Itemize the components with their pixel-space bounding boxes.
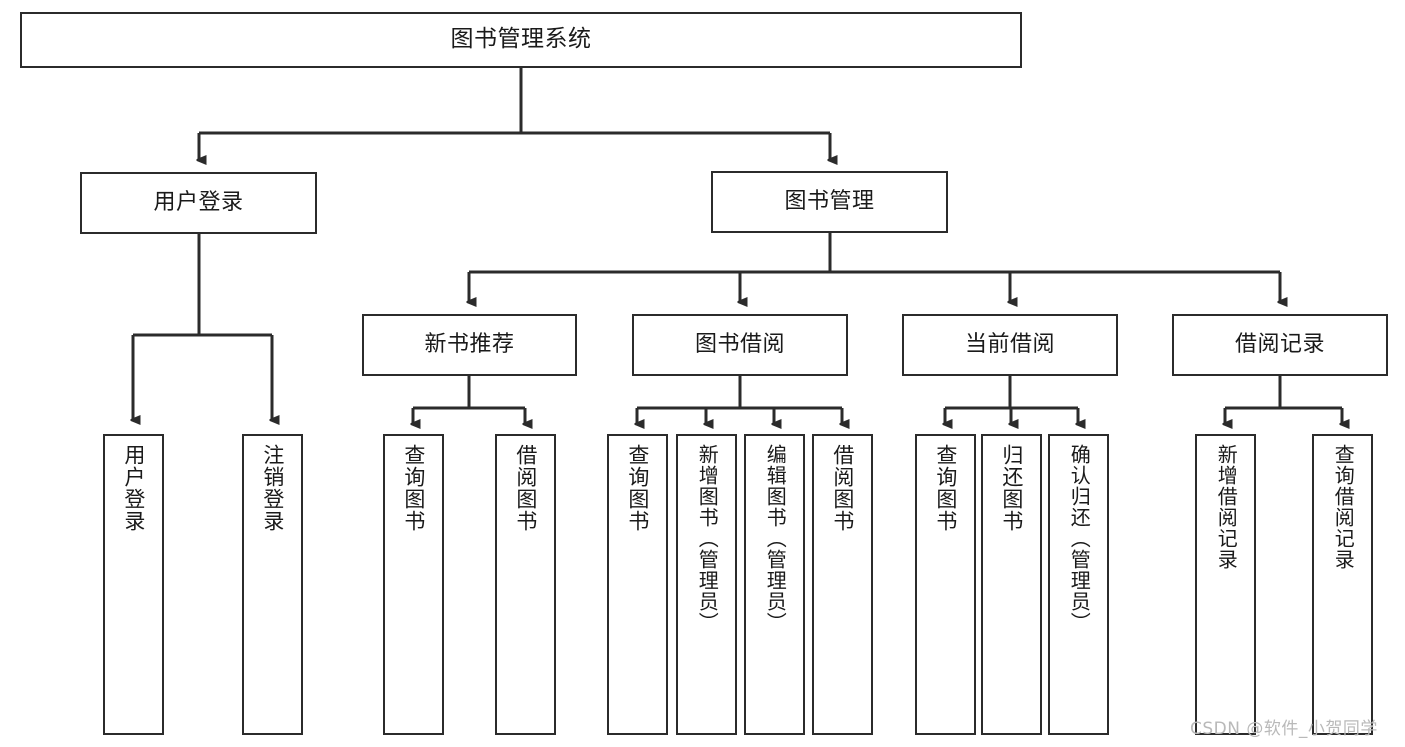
node-book-borrow-label: 图书借阅	[694, 331, 785, 357]
node-current-borrow[interactable]: 当前借阅	[902, 314, 1118, 376]
node-user-login[interactable]: 用户登录	[80, 172, 317, 234]
watermark: CSDN @软件_小贺同学	[1190, 719, 1378, 739]
node-book-borrow[interactable]: 图书借阅	[632, 314, 848, 376]
node-borrow-record[interactable]: 借阅记录	[1172, 314, 1388, 376]
leaf-record-query[interactable]: 查询借阅记录	[1312, 434, 1373, 735]
node-book-management[interactable]: 图书管理	[711, 171, 948, 233]
node-book-management-label: 图书管理	[784, 188, 875, 214]
leaf-current-return-book[interactable]: 归还图书	[981, 434, 1042, 735]
node-borrow-record-label: 借阅记录	[1234, 331, 1325, 357]
node-new-book-recommend-label: 新书推荐	[424, 331, 515, 357]
leaf-new-book-borrow[interactable]: 借阅图书	[495, 434, 556, 735]
leaf-borrow-edit-book[interactable]: 编辑图书（管理员）	[744, 434, 805, 735]
leaf-new-book-query[interactable]: 查询图书	[383, 434, 444, 735]
leaf-record-query-label: 查询借阅记录	[1331, 444, 1356, 570]
leaf-new-book-borrow-label: 借阅图书	[513, 444, 538, 532]
leaf-user-login-signout-label: 注销登录	[260, 444, 285, 532]
leaf-current-confirm-return-label: 确认归还（管理员）	[1067, 444, 1092, 633]
node-new-book-recommend[interactable]: 新书推荐	[362, 314, 577, 376]
leaf-borrow-edit-book-label: 编辑图书（管理员）	[763, 444, 788, 633]
node-root-label: 图书管理系统	[450, 26, 592, 53]
leaf-record-add-label: 新增借阅记录	[1214, 444, 1239, 570]
leaf-borrow-borrow-book[interactable]: 借阅图书	[812, 434, 873, 735]
node-current-borrow-label: 当前借阅	[964, 331, 1055, 357]
leaf-user-login-signout[interactable]: 注销登录	[242, 434, 303, 735]
leaf-current-query-book-label: 查询图书	[933, 444, 958, 532]
leaf-user-login-signin-label: 用户登录	[121, 444, 146, 532]
node-user-login-label: 用户登录	[153, 189, 244, 215]
leaf-record-add[interactable]: 新增借阅记录	[1195, 434, 1256, 735]
leaf-borrow-add-book[interactable]: 新增图书（管理员）	[676, 434, 737, 735]
node-root[interactable]: 图书管理系统	[20, 12, 1022, 68]
leaf-new-book-query-label: 查询图书	[401, 444, 426, 532]
leaf-borrow-query-book-label: 查询图书	[625, 444, 650, 532]
leaf-current-confirm-return[interactable]: 确认归还（管理员）	[1048, 434, 1109, 735]
leaf-current-return-book-label: 归还图书	[999, 444, 1024, 532]
leaf-borrow-borrow-book-label: 借阅图书	[830, 444, 855, 532]
leaf-current-query-book[interactable]: 查询图书	[915, 434, 976, 735]
leaf-user-login-signin[interactable]: 用户登录	[103, 434, 164, 735]
leaf-borrow-query-book[interactable]: 查询图书	[607, 434, 668, 735]
leaf-borrow-add-book-label: 新增图书（管理员）	[695, 444, 720, 633]
